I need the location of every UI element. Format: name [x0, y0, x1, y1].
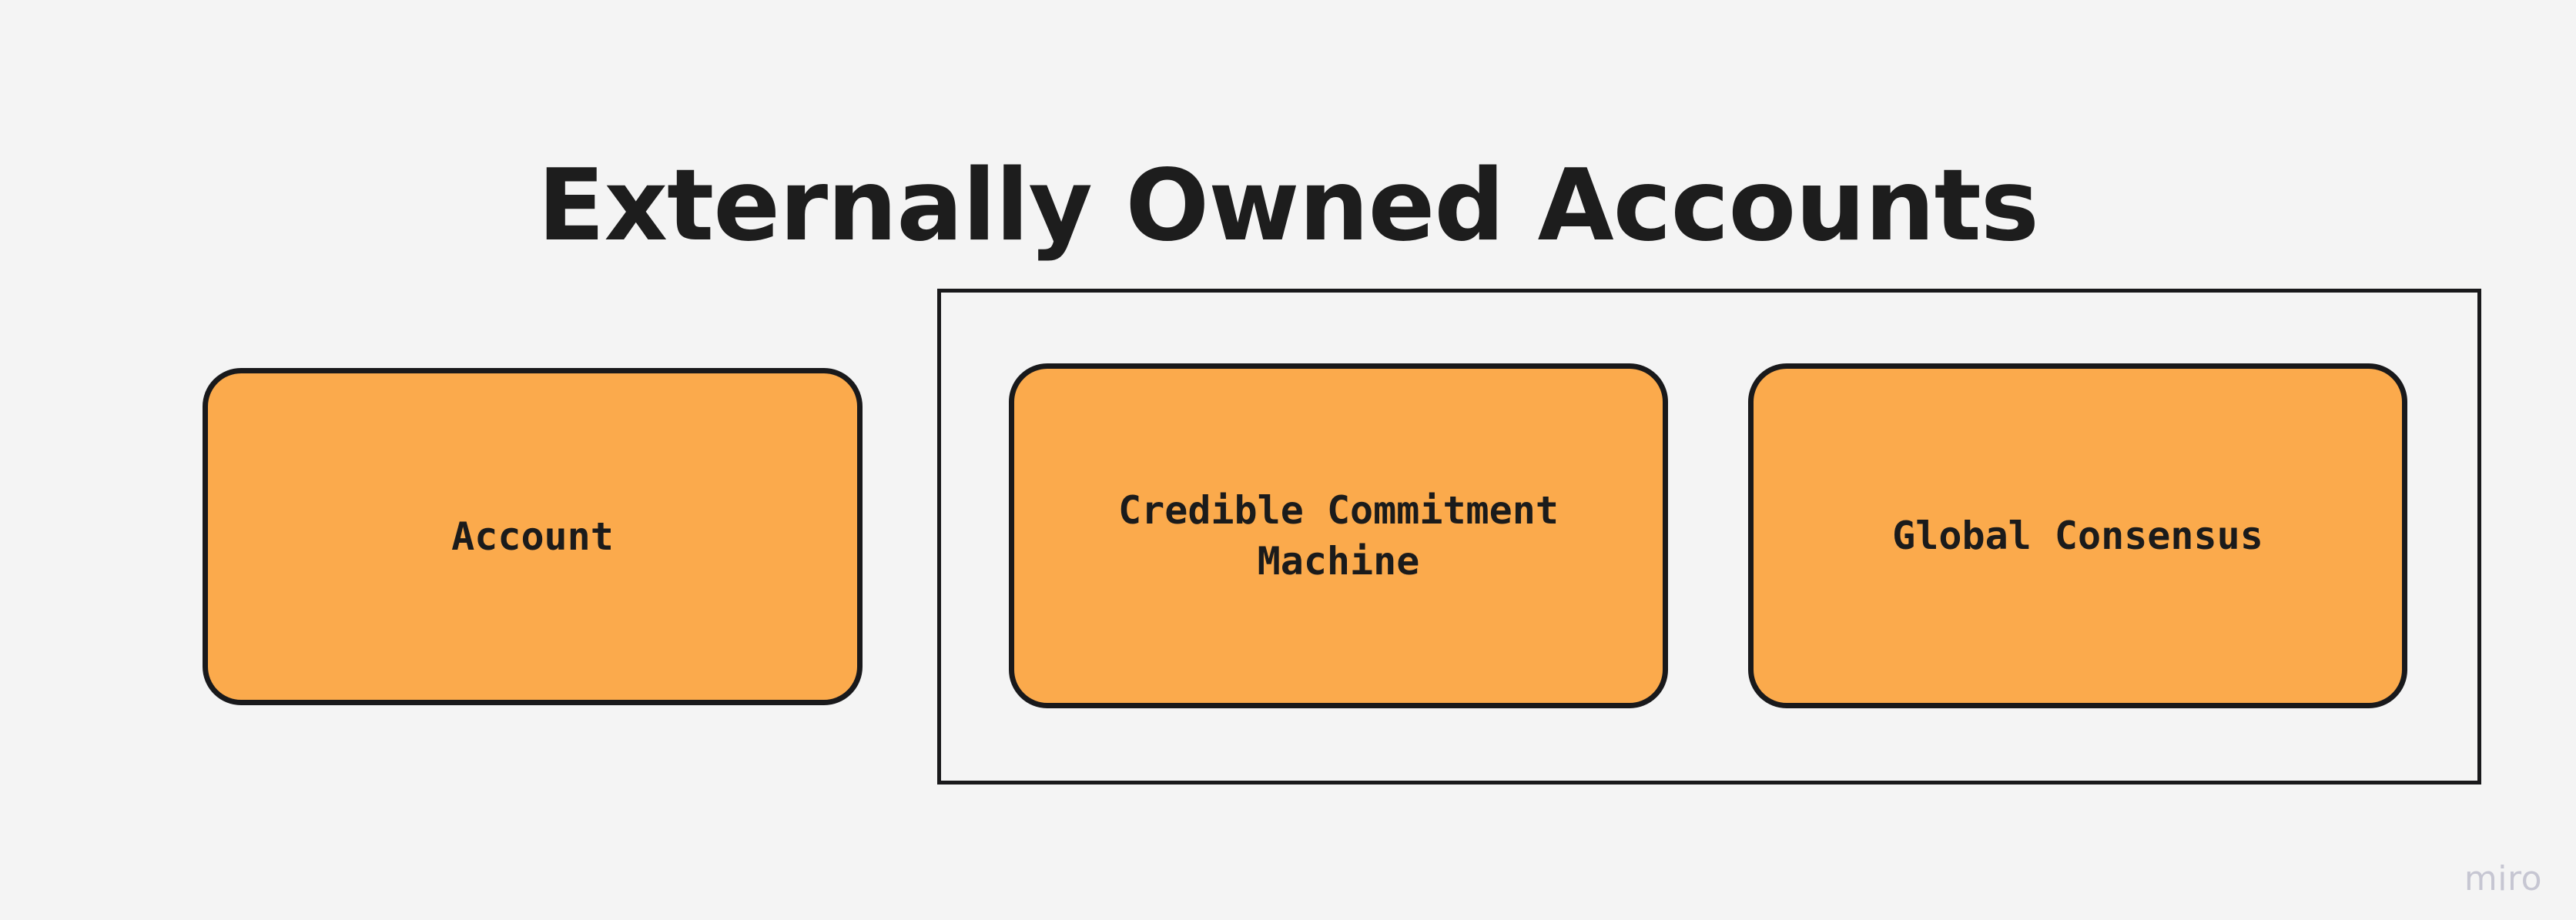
node-global-consensus-label: Global Consensus — [1892, 514, 2263, 558]
node-global-consensus[interactable]: Global Consensus — [1748, 363, 2407, 708]
node-account[interactable]: Account — [203, 368, 863, 705]
miro-watermark: miro — [2464, 859, 2542, 898]
node-credible-commitment-machine[interactable]: Credible Commitment Machine — [1009, 363, 1668, 708]
group-frame[interactable] — [937, 289, 2481, 785]
page-title: Externally Owned Accounts — [538, 148, 2039, 263]
node-account-label: Account — [451, 514, 614, 559]
node-credible-commitment-machine-label: Credible Commitment Machine — [1118, 488, 1559, 584]
